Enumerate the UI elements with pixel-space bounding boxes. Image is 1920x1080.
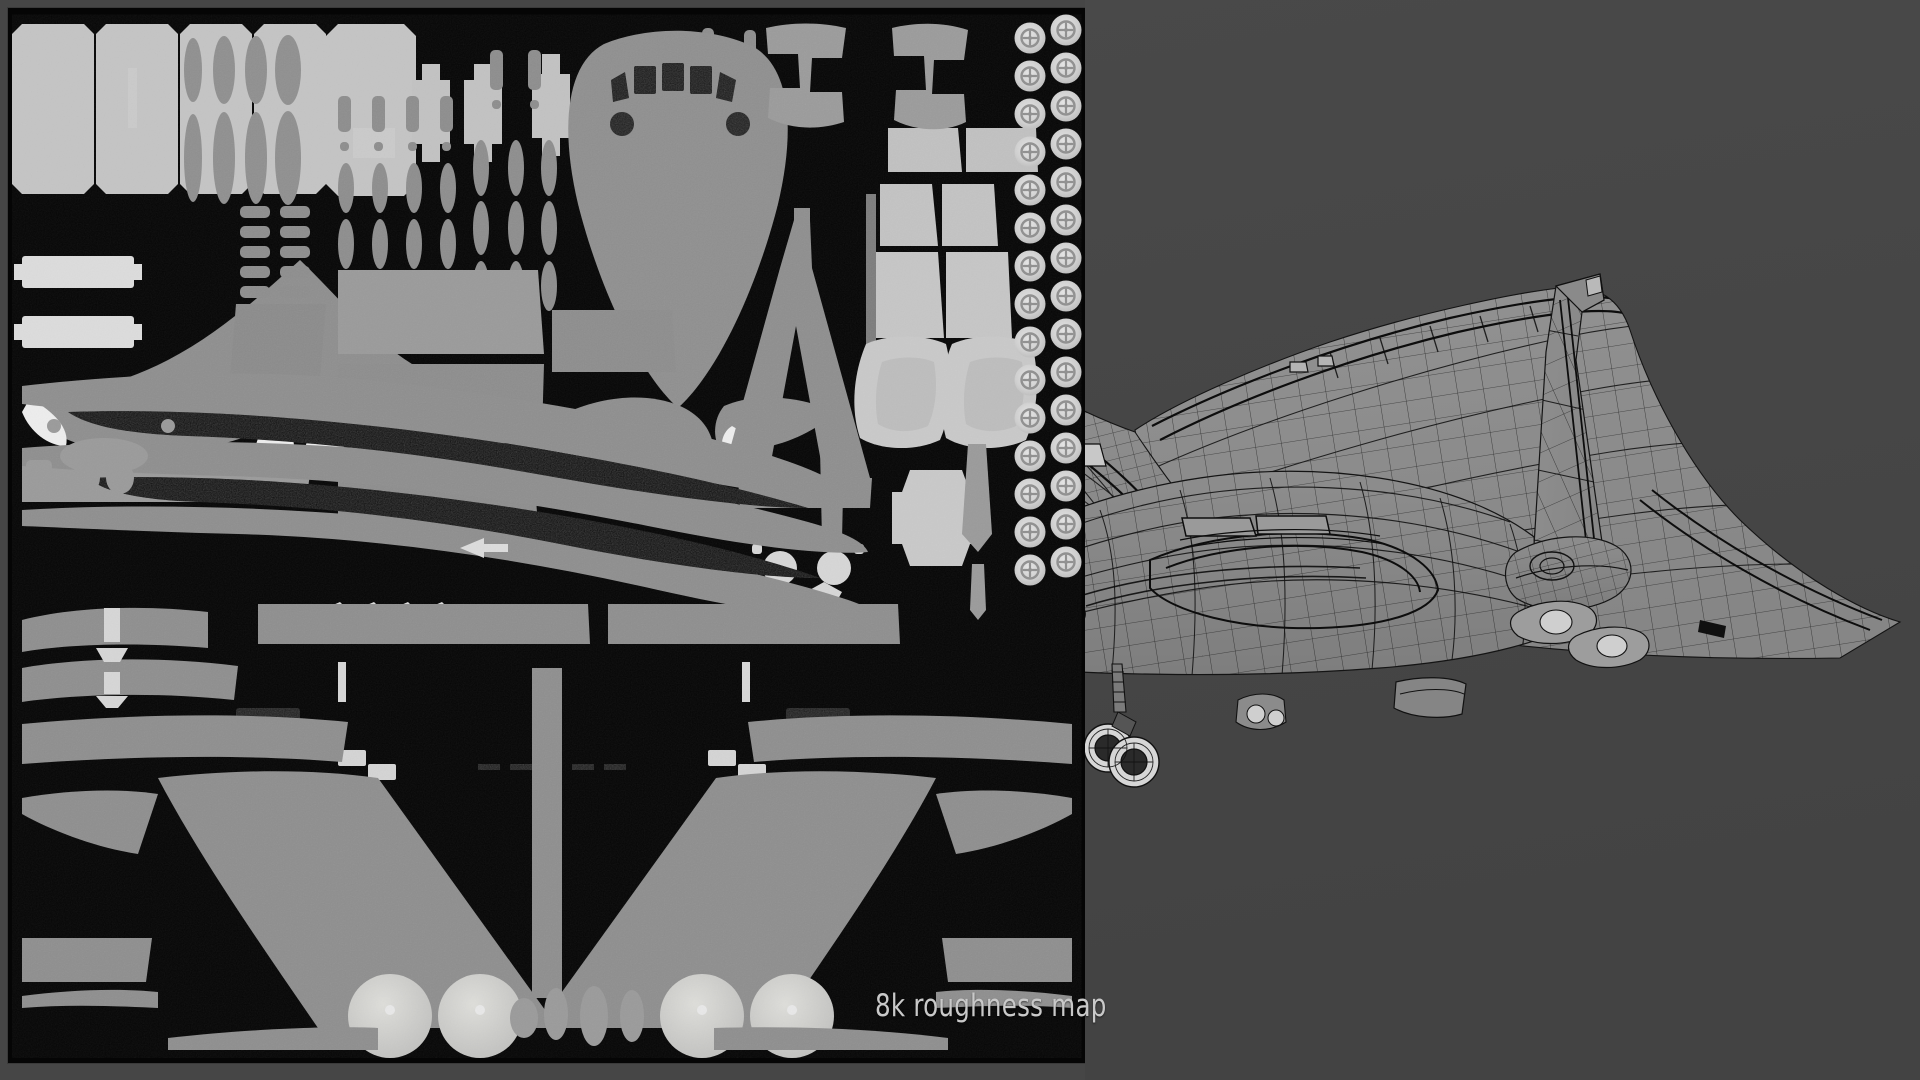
uv-shell-nacelle-panels (866, 184, 1012, 344)
uv-shell-fuselage-top (766, 23, 968, 130)
uv-shell-hatch-inner (128, 68, 395, 158)
uv-shell-intake-lips (854, 336, 1037, 449)
model-ventral-strake (1393, 677, 1467, 718)
uv-shell-pylon-ovals (184, 35, 301, 205)
uv-shell-fastener-pills (338, 50, 557, 311)
uv-shell-left-smalls (26, 419, 175, 494)
uv-shell-micro-pills (240, 206, 310, 298)
uv-shell-delta-lower (22, 715, 1072, 1028)
uv-shell-delta-wing-cutouts (68, 411, 820, 578)
uv-port-mark-left (610, 112, 634, 136)
uv-shell-bottom-tabs (22, 938, 1072, 982)
uv-shell-connectors (14, 256, 142, 348)
wireframe-render (1085, 0, 1920, 1080)
uv-shell-elevon-markers (96, 608, 750, 708)
model-viewport[interactable] (1085, 0, 1920, 1080)
uv-atlas-panel[interactable] (8, 8, 1085, 1063)
model-nose-gear (1085, 663, 1160, 788)
uv-shell-dashes (478, 764, 626, 770)
uv-rivet-column-a (1013, 21, 1047, 587)
uv-shell-gear-doors (888, 128, 1038, 566)
model-tail-fairing (1504, 536, 1632, 611)
uv-port-mark-right (726, 112, 750, 136)
model-upper-antennae (1289, 355, 1335, 373)
uv-shell-bottom-strips (22, 989, 1072, 1050)
uv-shell-probe (962, 444, 992, 620)
uv-shell-spine-strips (532, 668, 562, 998)
uv-rivet-column-b (1049, 13, 1083, 579)
uv-cockpit-windows (611, 63, 736, 102)
model-main-gear-fairing (1235, 693, 1287, 731)
model-exhaust-nozzles (1509, 600, 1650, 669)
uv-atlas-canvas (8, 8, 1085, 1063)
